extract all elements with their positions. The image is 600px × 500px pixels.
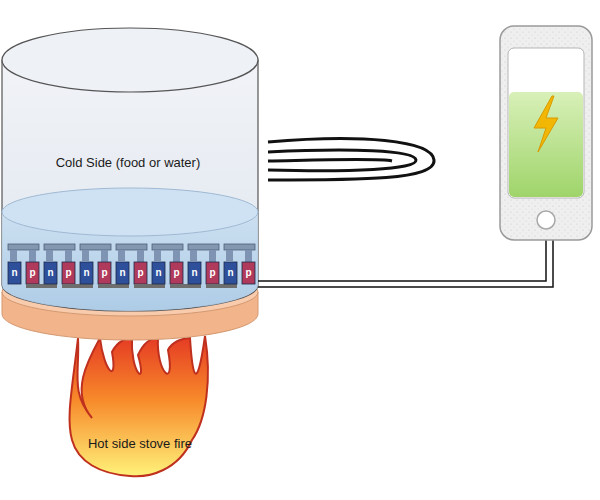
thermoelectric-leg [242,262,255,284]
thermoelectric-leg [98,262,111,284]
leg-type-label: n [227,267,233,279]
top-bridge [80,244,111,250]
bottom-bridge [26,284,57,288]
leg-type-label: n [119,267,125,279]
top-bridge [173,250,180,262]
leg-type-label: p [65,267,71,279]
leg-type-label: p [101,267,107,279]
top-bridge [245,250,252,262]
wire [268,139,434,180]
stove-flame [70,336,208,476]
top-bridge [8,244,39,250]
top-bridge [44,244,75,250]
leg-type-label: p [137,267,143,279]
top-bridge [46,250,53,262]
stove-flame [70,336,208,476]
top-bridge [137,250,144,262]
leg-type-label: n [191,267,197,279]
thermoelectric-leg [116,262,129,284]
leg-type-label: n [155,267,161,279]
thermoelectric-leg [80,262,93,284]
top-bridge [188,244,219,250]
bottom-bridge [134,284,165,288]
thermoelectric-leg [62,262,75,284]
leg-type-label: p [245,267,251,279]
smartphone [508,48,584,198]
thermoelectric-leg [188,262,201,284]
thermoelectric-leg [206,262,219,284]
leg-type-label: n [83,267,89,279]
cooking-pot [2,28,258,311]
leg-type-label: n [11,267,17,279]
top-bridge [226,250,233,262]
cold-side-region: Cold Side (food or water) [48,151,208,175]
top-bridge [29,250,36,262]
hot-side-region: Hot side stove fire [80,432,200,456]
smartphone [537,211,555,229]
top-bridge [10,250,17,262]
top-bridge [154,250,161,262]
thermoelectric-leg [8,262,21,284]
thermoelectric-leg [224,262,237,284]
top-bridge [65,250,72,262]
smartphone [500,26,592,240]
leg-type-label: p [29,267,35,279]
wire [258,238,553,287]
smartphone [534,96,558,152]
top-bridge [190,250,197,262]
bottom-bridge [170,284,201,288]
wire [268,150,416,171]
cooking-pot [2,28,258,92]
thermoelectric-leg [44,262,57,284]
leg-type-label: n [47,267,53,279]
smartphone [500,26,592,240]
region-label: Hot side stove fire [80,436,200,452]
leg-type-label: p [173,267,179,279]
thermoelectric-module [8,244,255,288]
top-bridge [152,244,183,250]
cooking-pot [2,60,258,311]
smartphone [509,92,583,197]
bottom-bridge [62,284,93,288]
region-label: Cold Side (food or water) [48,155,208,171]
thermoelectric-leg [152,262,165,284]
top-bridge [101,250,108,262]
top-bridge [224,244,255,250]
wire [268,159,392,161]
top-bridge [116,244,147,250]
thermoelectric-leg [26,262,39,284]
leg-type-label: p [209,267,215,279]
top-bridge [118,250,125,262]
wire [258,238,546,281]
bottom-bridge [206,284,237,288]
cooking-pot [2,188,258,236]
thermoelectric-leg [170,262,183,284]
thermoelectric-leg [134,262,147,284]
bottom-bridge [98,284,129,288]
top-bridge [82,250,89,262]
top-bridge [209,250,216,262]
